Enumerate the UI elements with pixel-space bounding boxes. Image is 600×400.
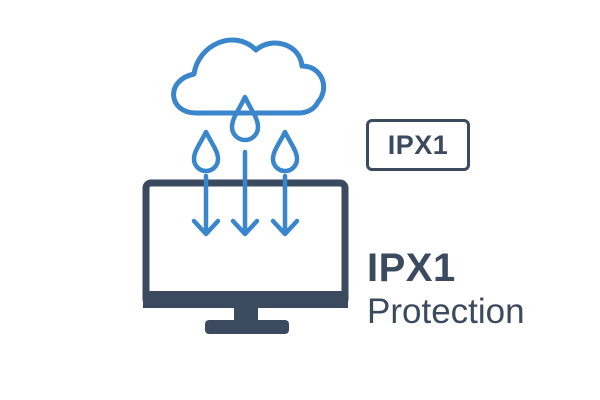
monitor-icon [142, 179, 349, 334]
monitor-bezel-bottom [143, 291, 348, 308]
raindrop-icon [191, 94, 300, 174]
arrow-center-head [230, 218, 260, 237]
monitor-base [205, 320, 289, 334]
headline-protection: Protection [367, 292, 525, 331]
arrow-left-head [191, 218, 221, 237]
raindrop-left [191, 129, 221, 174]
arrow-down-icon [191, 149, 300, 237]
raindrop-right [270, 129, 300, 174]
monitor-neck [234, 308, 258, 321]
raindrop-center [229, 94, 261, 143]
badge-label: IPX1 [387, 129, 449, 160]
headline-rating: IPX1 [367, 246, 456, 290]
headline: IPX1 Protection [367, 248, 525, 329]
cloud-icon [171, 37, 326, 116]
ipx1-badge: IPX1 [366, 119, 470, 171]
arrow-right-head [270, 218, 300, 237]
